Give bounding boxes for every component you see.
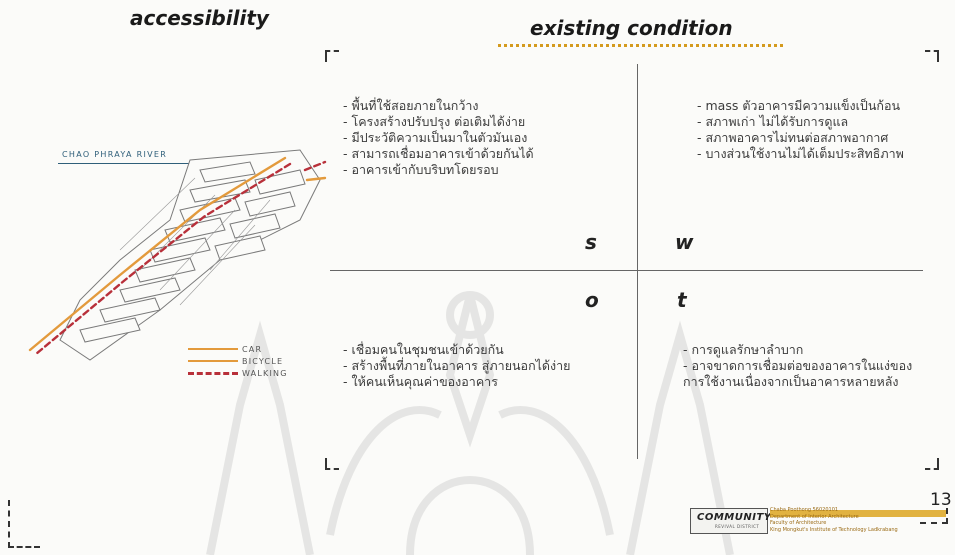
list-item: - ให้คนเห็นคุณค่าของอาคาร bbox=[343, 374, 498, 389]
legend-label-car: CAR bbox=[242, 344, 263, 354]
walking-line-swatch bbox=[188, 371, 238, 375]
swot-letter-t: t bbox=[677, 288, 687, 312]
list-item: - สภาพเก่า ไม่ได้รับการดูแล bbox=[697, 114, 849, 129]
list-item: - โครงสร้างปรับปรุง ต่อเติมได้ง่าย bbox=[343, 114, 526, 129]
list-item: - เชื่อมคนในชุมชนเข้าด้วยกัน bbox=[343, 342, 504, 357]
list-item: - อาจขาดการเชื่อมต่อของอาคารในแง่ของการใ… bbox=[683, 358, 913, 389]
swot-vertical-axis bbox=[637, 64, 638, 459]
river-label-underline bbox=[58, 163, 206, 164]
weaknesses-list: - mass ตัวอาคารมีความแข็งเป็นก้อน - สภาพ… bbox=[697, 98, 937, 162]
list-item: - มีประวัติความเป็นมาในตัวมันเอง bbox=[343, 130, 528, 145]
car-line-swatch bbox=[188, 348, 238, 350]
page-corner-bottom-left bbox=[8, 500, 40, 548]
frame-corner-bottom-right bbox=[925, 458, 939, 470]
swot-letter-w: w bbox=[675, 230, 694, 254]
list-item: - พื้นที่ใช้สอยภายในกว้าง bbox=[343, 98, 479, 113]
list-item: - สภาพอาคารไม่ทนต่อสภาพอากาศ bbox=[697, 130, 889, 145]
frame-corner-top-left bbox=[325, 50, 339, 62]
credit-line: King Mongkut's Institute of Technology L… bbox=[770, 526, 898, 533]
community-logo: COMMUNITY REVIVAL DISTRICT bbox=[690, 508, 771, 534]
credit-line: Chaba Poothong 56020101 bbox=[770, 507, 839, 513]
list-item: - บางส่วนใช้งานไม่ได้เต็มประสิทธิภาพ bbox=[697, 146, 904, 161]
swot-letter-s: s bbox=[585, 230, 597, 254]
accessibility-heading: accessibility bbox=[130, 6, 269, 30]
threats-list: - การดูแลรักษาลำบาก - อาจขาดการเชื่อมต่อ… bbox=[683, 342, 923, 390]
list-item: - การดูแลรักษาลำบาก bbox=[683, 342, 804, 357]
credit-line: Department of Interior Architecture bbox=[770, 513, 859, 520]
strengths-list: - พื้นที่ใช้สอยภายในกว้าง - โครงสร้างปรั… bbox=[343, 98, 628, 178]
opportunities-list: - เชื่อมคนในชุมชนเข้าด้วยกัน - สร้างพื้น… bbox=[343, 342, 633, 390]
existing-condition-heading: existing condition bbox=[530, 16, 733, 40]
heading-dotted-underline bbox=[498, 44, 783, 47]
frame-corner-top-right bbox=[925, 50, 939, 62]
list-item: - อาคารเข้ากับบริบทโดยรอบ bbox=[343, 162, 499, 177]
legend-label-walking: WALKING bbox=[242, 368, 288, 378]
logo-wordmark: COMMUNITY bbox=[697, 512, 772, 523]
legend-item-car: CAR bbox=[188, 343, 288, 355]
page-corner-bottom-right bbox=[920, 508, 948, 524]
page-number: 13 bbox=[930, 490, 952, 510]
frame-corner-bottom-left bbox=[325, 458, 339, 470]
swot-letter-o: o bbox=[585, 288, 599, 312]
university-seal-watermark bbox=[206, 291, 734, 555]
credit-line: Faculty of Architecture bbox=[770, 520, 827, 526]
author-credits: Chaba Poothong 56020101 Department of In… bbox=[770, 507, 898, 533]
swot-horizontal-axis bbox=[330, 270, 923, 271]
river-label: CHAO PHRAYA RIVER bbox=[62, 150, 168, 159]
credit-highlight-bar bbox=[770, 510, 946, 517]
bicycle-line-swatch bbox=[188, 360, 238, 362]
site-axonometric-diagram bbox=[28, 149, 327, 361]
legend-item-walking: WALKING bbox=[188, 367, 288, 379]
legend-item-bicycle: BICYCLE bbox=[188, 355, 288, 367]
logo-subtitle: REVIVAL DISTRICT bbox=[715, 524, 760, 529]
list-item: - สร้างพื้นที่ภายในอาคาร สู่ภายนอกได้ง่า… bbox=[343, 358, 571, 373]
list-item: - สามารถเชื่อมอาคารเข้าด้วยกันได้ bbox=[343, 146, 534, 161]
legend-label-bicycle: BICYCLE bbox=[242, 356, 284, 366]
route-legend: CAR BICYCLE WALKING bbox=[188, 343, 288, 379]
list-item: - mass ตัวอาคารมีความแข็งเป็นก้อน bbox=[697, 98, 901, 113]
